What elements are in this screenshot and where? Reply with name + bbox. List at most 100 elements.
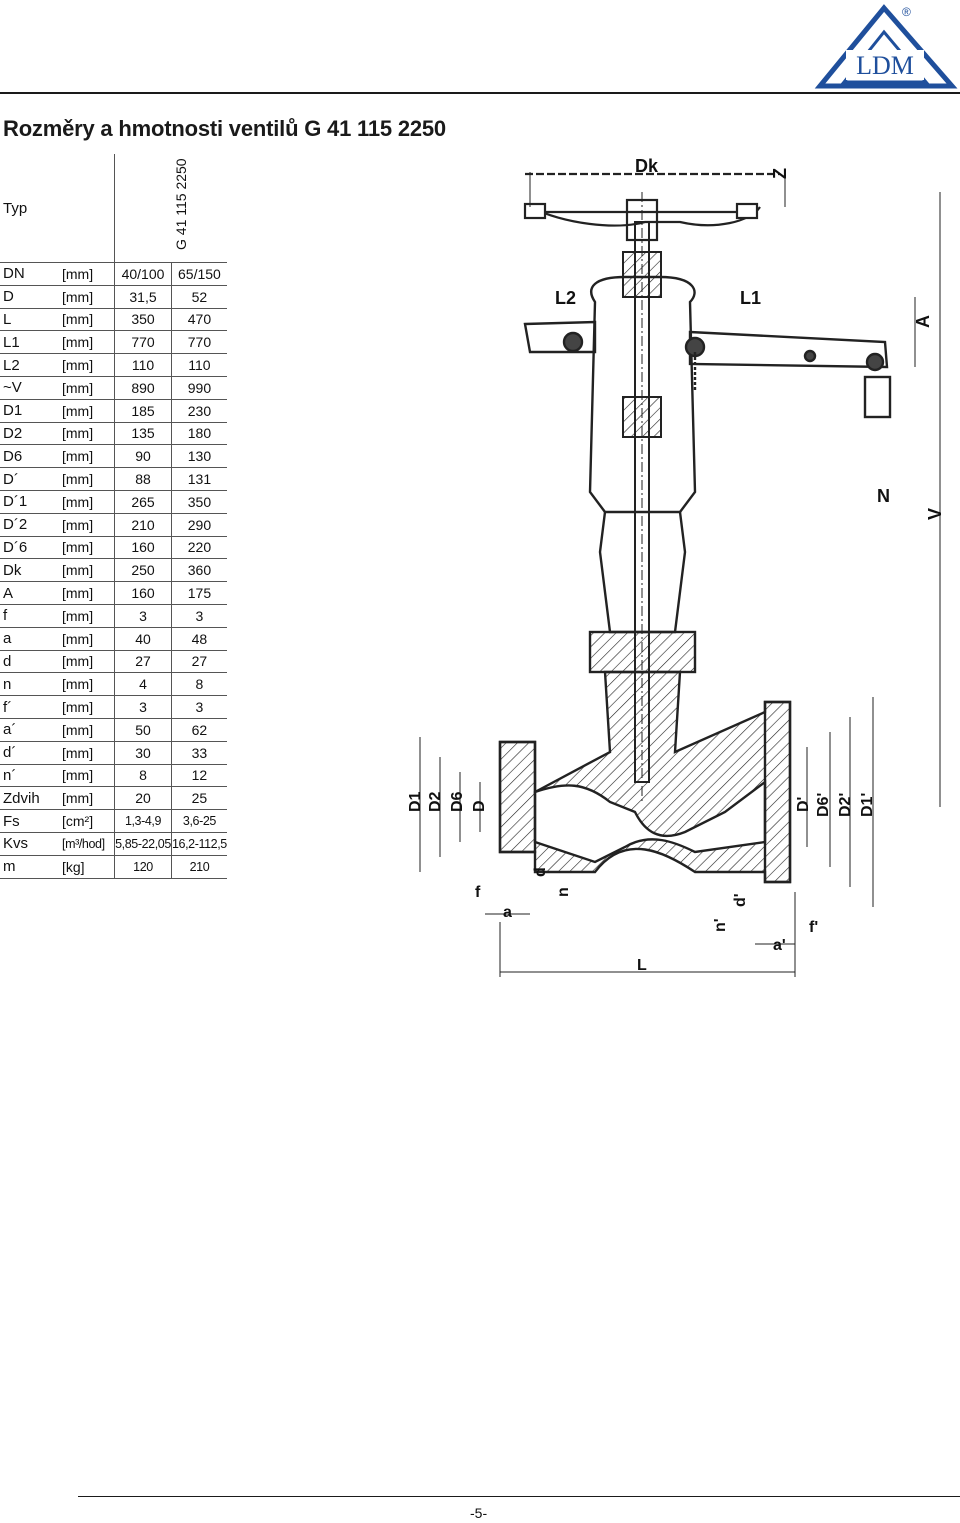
symbol-cell: D´ bbox=[0, 467, 62, 491]
value-col2: 25 bbox=[170, 786, 227, 811]
unit-cell: [mm] bbox=[62, 262, 115, 286]
lever-arm bbox=[523, 320, 892, 419]
table-header-row: Typ G 41 115 2250 bbox=[0, 154, 227, 263]
value-col2: 52 bbox=[170, 285, 227, 309]
symbol-cell: Dk bbox=[0, 558, 62, 583]
symbol-cell: d bbox=[0, 650, 62, 674]
value-col2: 27 bbox=[170, 650, 227, 674]
value-col2: 33 bbox=[170, 741, 227, 765]
unit-cell: [mm] bbox=[62, 650, 115, 674]
unit-cell: [mm] bbox=[62, 786, 115, 811]
symbol-cell: D´1 bbox=[0, 490, 62, 514]
symbol-cell: Fs bbox=[0, 809, 62, 833]
label-n-cap: N bbox=[877, 486, 890, 506]
value-col2: 180 bbox=[170, 422, 227, 446]
label-f-prime: f' bbox=[809, 919, 818, 936]
page-title: Rozměry a hmotnosti ventilů G 41 115 225… bbox=[3, 116, 446, 141]
value-col2: 3 bbox=[170, 604, 227, 628]
unit-cell: [mm] bbox=[62, 695, 115, 719]
footer-rule bbox=[78, 1496, 960, 1497]
symbol-cell: D1 bbox=[0, 399, 62, 423]
value-col1: 1,3-4,9 bbox=[114, 809, 172, 833]
value-col1: 250 bbox=[114, 558, 172, 583]
value-col2: 8 bbox=[170, 672, 227, 697]
symbol-cell: ~V bbox=[0, 376, 62, 400]
value-col1: 4 bbox=[114, 672, 172, 697]
unit-cell: [mm] bbox=[62, 353, 115, 377]
type-label: Typ bbox=[0, 154, 115, 263]
symbol-cell: L1 bbox=[0, 330, 62, 355]
label-l1: L1 bbox=[740, 288, 761, 308]
label-d2-prime: D2' bbox=[837, 793, 854, 817]
label-d1-prime: D1' bbox=[859, 793, 876, 817]
symbol-cell: Zdvih bbox=[0, 786, 62, 811]
unit-cell: [mm] bbox=[62, 330, 115, 355]
value-col1: 40 bbox=[114, 627, 172, 651]
unit-cell: [mm] bbox=[62, 764, 115, 788]
symbol-cell: d´ bbox=[0, 741, 62, 765]
value-col2: 3,6-25 bbox=[170, 809, 227, 833]
symbol-cell: L bbox=[0, 308, 62, 332]
unit-cell: [mm] bbox=[62, 376, 115, 400]
symbol-cell: n´ bbox=[0, 764, 62, 788]
value-col2: 16,2-112,5 bbox=[170, 832, 227, 856]
value-col1: 3 bbox=[114, 695, 172, 719]
value-col1: 210 bbox=[114, 513, 172, 537]
value-col2: 220 bbox=[170, 536, 227, 560]
stem bbox=[622, 192, 662, 802]
value-col1: 770 bbox=[114, 330, 172, 355]
label-d6-prime: D6' bbox=[815, 793, 832, 817]
drawing-labels: Dk Z L2 L1 A N V D1 D2 D6 D D' D6' D2' D… bbox=[407, 156, 945, 974]
symbol-cell: Kvs bbox=[0, 832, 62, 856]
unit-cell: [mm] bbox=[62, 490, 115, 514]
page-number: -5- bbox=[470, 1505, 488, 1521]
symbol-cell: a bbox=[0, 627, 62, 651]
unit-cell: [m³/hod] bbox=[62, 832, 115, 856]
label-dk: Dk bbox=[635, 156, 659, 176]
label-l: L bbox=[637, 957, 647, 974]
value-col1: 8 bbox=[114, 764, 172, 788]
symbol-cell: D2 bbox=[0, 422, 62, 446]
symbol-cell: m bbox=[0, 855, 62, 879]
unit-cell: [mm] bbox=[62, 285, 115, 309]
symbol-cell: D bbox=[0, 285, 62, 309]
unit-cell: [mm] bbox=[62, 672, 115, 697]
value-col1: 160 bbox=[114, 581, 172, 605]
unit-cell: [mm] bbox=[62, 444, 115, 469]
symbol-cell: DN bbox=[0, 262, 62, 286]
label-n: n bbox=[555, 887, 572, 897]
valve-drawing: Dk Z L2 L1 A N V D1 D2 D6 D D' D6' D2' D… bbox=[407, 156, 945, 977]
value-col2: 290 bbox=[170, 513, 227, 537]
unit-cell: [cm²] bbox=[62, 809, 115, 833]
unit-cell: [mm] bbox=[62, 467, 115, 491]
value-col2: 62 bbox=[170, 718, 227, 742]
value-col2: 230 bbox=[170, 399, 227, 423]
value-col1: 90 bbox=[114, 444, 172, 469]
value-col2: 175 bbox=[170, 581, 227, 605]
value-col1: 88 bbox=[114, 467, 172, 491]
unit-cell: [mm] bbox=[62, 308, 115, 332]
symbol-cell: D6 bbox=[0, 444, 62, 469]
unit-cell: [mm] bbox=[62, 536, 115, 560]
label-d: D bbox=[471, 800, 488, 812]
ldm-logo: LDM ® bbox=[814, 4, 958, 89]
value-col2: 470 bbox=[170, 308, 227, 332]
label-d1: D1 bbox=[407, 791, 424, 812]
value-col1: 20 bbox=[114, 786, 172, 811]
unit-cell: [mm] bbox=[62, 399, 115, 423]
